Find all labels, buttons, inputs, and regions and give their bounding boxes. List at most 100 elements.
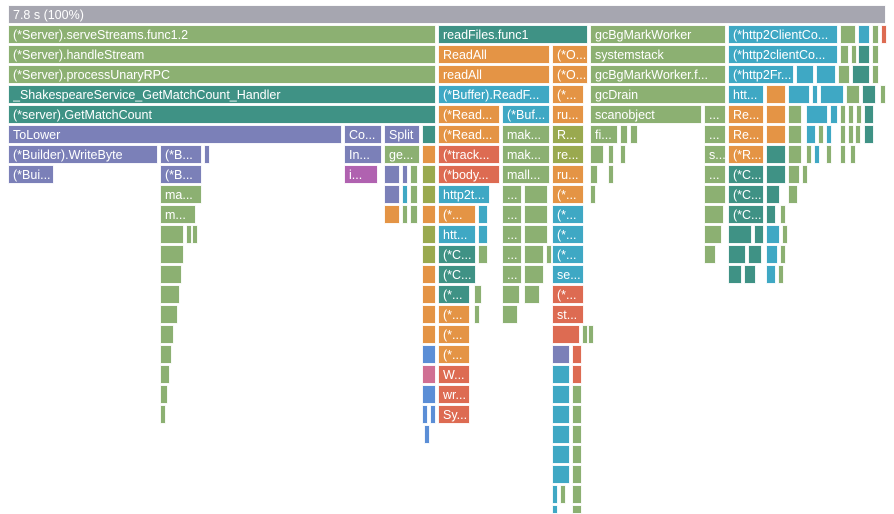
flame-frame-unlabeled[interactable] [852, 65, 870, 84]
flame-frame-unlabeled[interactable] [402, 205, 408, 224]
flame-frame-unlabeled[interactable] [572, 505, 582, 514]
flame-frame[interactable]: (*... [552, 245, 584, 264]
flame-frame-unlabeled[interactable] [160, 265, 182, 284]
flame-frame-unlabeled[interactable] [590, 165, 598, 184]
flame-frame[interactable]: Re... [728, 125, 764, 144]
flame-frame-unlabeled[interactable] [840, 25, 856, 44]
flame-frame-unlabeled[interactable] [160, 285, 180, 304]
flame-frame-unlabeled[interactable] [788, 85, 810, 104]
flame-frame[interactable]: Co... [344, 125, 382, 144]
flame-frame-unlabeled[interactable] [826, 145, 832, 164]
flame-frame[interactable]: (*C... [438, 245, 476, 264]
flame-frame[interactable]: ... [502, 185, 522, 204]
flame-frame-unlabeled[interactable] [502, 285, 520, 304]
flame-frame[interactable]: Sy... [438, 405, 470, 424]
flame-frame[interactable]: ... [502, 265, 522, 284]
flame-frame[interactable]: (*B... [160, 145, 202, 164]
flame-frame-unlabeled[interactable] [820, 85, 844, 104]
flame-frame-unlabeled[interactable] [552, 345, 570, 364]
flame-frame-unlabeled[interactable] [524, 185, 548, 204]
flame-frame[interactable]: gcBgMarkWorker [590, 25, 726, 44]
flame-frame[interactable]: (*O... [552, 65, 588, 84]
flame-frame[interactable]: fi... [590, 125, 618, 144]
flame-frame-unlabeled[interactable] [862, 85, 876, 104]
flame-frame-unlabeled[interactable] [766, 165, 786, 184]
flame-frame-unlabeled[interactable] [848, 125, 854, 144]
flame-frame[interactable]: (*http2Fr... [728, 65, 794, 84]
flame-frame[interactable]: ToLower [8, 125, 342, 144]
flame-frame-unlabeled[interactable] [620, 145, 626, 164]
flame-frame-unlabeled[interactable] [766, 245, 778, 264]
flame-frame-unlabeled[interactable] [422, 125, 436, 144]
flame-frame-unlabeled[interactable] [524, 265, 544, 284]
flame-frame[interactable]: R... [552, 125, 584, 144]
flame-frame-unlabeled[interactable] [766, 225, 780, 244]
flame-frame-unlabeled[interactable] [806, 145, 812, 164]
flame-frame-unlabeled[interactable] [478, 245, 488, 264]
flame-frame-unlabeled[interactable] [630, 125, 638, 144]
flame-frame-unlabeled[interactable] [766, 205, 776, 224]
flame-frame-unlabeled[interactable] [422, 285, 436, 304]
flame-frame-unlabeled[interactable] [850, 145, 856, 164]
flame-frame-unlabeled[interactable] [864, 125, 874, 144]
flame-frame[interactable]: Re... [728, 105, 764, 124]
flame-frame-unlabeled[interactable] [778, 265, 784, 284]
flame-frame-unlabeled[interactable] [160, 225, 184, 244]
flame-frame-unlabeled[interactable] [546, 245, 552, 264]
flame-frame[interactable]: (*... [552, 225, 584, 244]
flame-frame[interactable]: ... [502, 225, 522, 244]
flame-frame-unlabeled[interactable] [422, 145, 436, 164]
flame-frame[interactable]: (*... [438, 305, 470, 324]
flame-frame[interactable]: readFiles.func1 [438, 25, 588, 44]
flame-frame-unlabeled[interactable] [766, 185, 780, 204]
flame-frame[interactable]: st... [552, 305, 584, 324]
flame-frame-unlabeled[interactable] [524, 245, 544, 264]
flame-frame-unlabeled[interactable] [422, 185, 436, 204]
flame-frame-unlabeled[interactable] [766, 105, 786, 124]
flame-frame-unlabeled[interactable] [474, 305, 480, 324]
flame-frame-unlabeled[interactable] [524, 205, 548, 224]
flame-frame-unlabeled[interactable] [846, 85, 860, 104]
flame-frame-unlabeled[interactable] [588, 325, 594, 344]
flame-frame-unlabeled[interactable] [728, 265, 742, 284]
flame-frame-unlabeled[interactable] [818, 125, 824, 144]
flame-frame[interactable]: (*... [552, 185, 584, 204]
flame-frame-unlabeled[interactable] [848, 105, 854, 124]
flame-frame-unlabeled[interactable] [572, 405, 582, 424]
flame-frame-unlabeled[interactable] [422, 305, 436, 324]
flame-frame[interactable]: W... [438, 365, 470, 384]
flame-frame[interactable]: Split [384, 125, 420, 144]
flame-frame[interactable]: ru... [552, 165, 584, 184]
flame-frame-unlabeled[interactable] [422, 365, 436, 384]
flame-frame-unlabeled[interactable] [552, 465, 570, 484]
flame-frame-unlabeled[interactable] [788, 165, 800, 184]
flame-frame-unlabeled[interactable] [422, 245, 436, 264]
flame-frame[interactable]: se... [552, 265, 584, 284]
flame-frame-unlabeled[interactable] [422, 225, 436, 244]
flame-frame[interactable]: (*Server).serveStreams.func1.2 [8, 25, 436, 44]
flame-frame-unlabeled[interactable] [410, 185, 418, 204]
flame-frame-unlabeled[interactable] [524, 285, 540, 304]
flame-frame-unlabeled[interactable] [840, 105, 846, 124]
flame-frame[interactable]: (*... [552, 85, 584, 104]
flame-frame-unlabeled[interactable] [160, 405, 166, 424]
flame-frame[interactable]: (*O... [552, 45, 588, 64]
flame-frame[interactable]: ge... [384, 145, 420, 164]
flame-frame-unlabeled[interactable] [424, 425, 430, 444]
flame-frame-unlabeled[interactable] [572, 425, 582, 444]
flame-frame[interactable]: _ShakespeareService_GetMatchCount_Handle… [8, 85, 436, 104]
flame-frame-unlabeled[interactable] [590, 145, 604, 164]
flame-frame-unlabeled[interactable] [704, 205, 724, 224]
flame-frame-unlabeled[interactable] [766, 265, 776, 284]
flame-frame-unlabeled[interactable] [881, 25, 887, 44]
flame-frame-unlabeled[interactable] [582, 325, 588, 344]
flame-frame[interactable]: s... [704, 145, 726, 164]
flame-frame-unlabeled[interactable] [552, 505, 558, 514]
flame-frame-unlabeled[interactable] [160, 365, 170, 384]
flame-frame-unlabeled[interactable] [572, 345, 582, 364]
flame-frame-unlabeled[interactable] [766, 125, 786, 144]
flame-frame[interactable]: (*C... [728, 205, 764, 224]
flame-frame-unlabeled[interactable] [384, 165, 400, 184]
flame-frame[interactable]: ... [502, 245, 522, 264]
